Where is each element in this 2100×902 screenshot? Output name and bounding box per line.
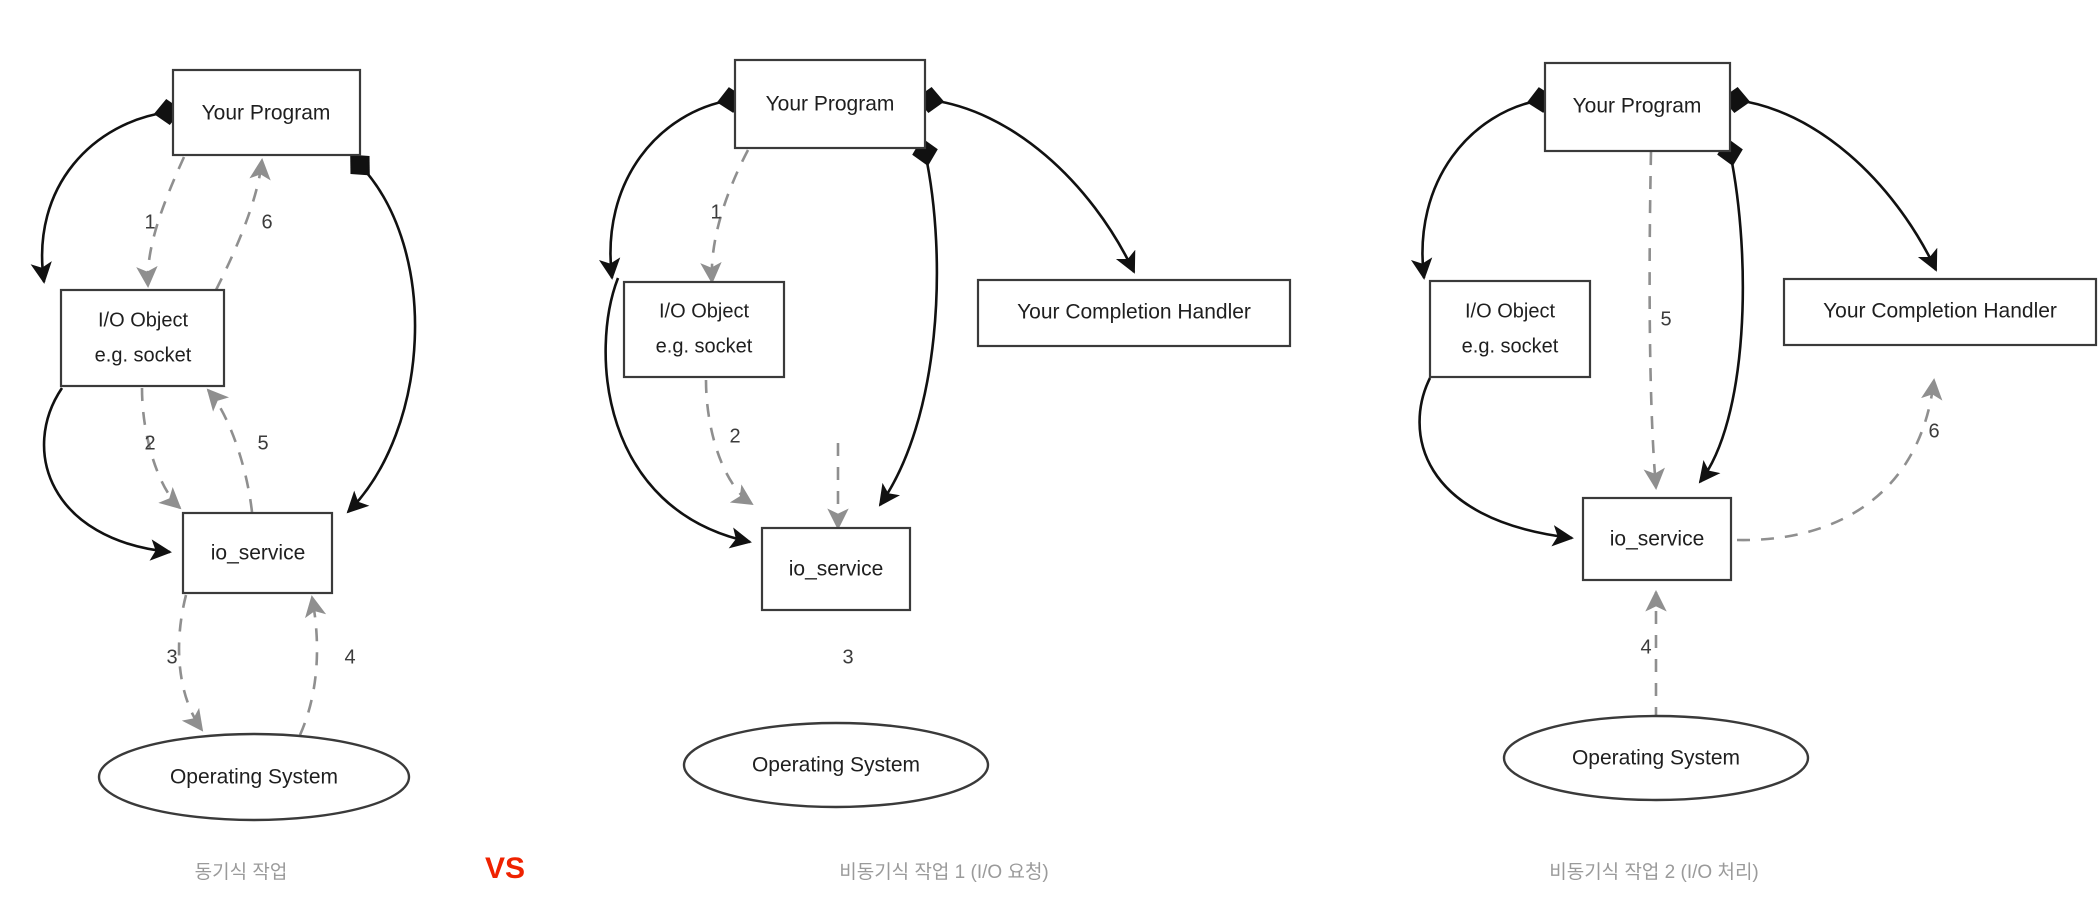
edge-program-to-io-object (30, 99, 183, 284)
diagram-async-handle: Your Program I/O Object e.g. socket io_s… (1410, 61, 2098, 802)
node3-your-program-label: Your Program (1573, 95, 1702, 118)
node2-completion-handler-label: Your Completion Handler (1017, 301, 1251, 324)
node3-io-object[interactable] (1428, 279, 1592, 379)
node3-io-service-label: io_service (1610, 528, 1705, 551)
node2-your-program-label: Your Program (766, 93, 895, 116)
node2-your-program[interactable] (733, 58, 927, 150)
step-label-5: 5 (257, 432, 268, 454)
step3-label-6: 6 (1928, 420, 1939, 442)
node2-io-object-label-line2: e.g. socket (656, 335, 753, 357)
node3-completion-handler[interactable] (1782, 277, 2098, 347)
node2-io-object-label-line1: I/O Object (659, 300, 749, 322)
edge2-io-object-to-io-service (604, 277, 752, 549)
caption-async-request: 비동기식 작업 1 (I/O 요청) (839, 862, 1049, 883)
step-label-6: 6 (261, 211, 272, 233)
node3-io-service[interactable] (1581, 496, 1733, 582)
edge3-program-to-completion-handler (1721, 87, 1938, 272)
node3-operating-system-label: Operating System (1572, 747, 1740, 770)
edge-step-2 (140, 387, 182, 510)
node2-completion-handler[interactable] (976, 278, 1292, 348)
edge3-program-to-io-object (1410, 87, 1556, 280)
edge3-io-object-to-io-service (1418, 377, 1574, 547)
edge2-program-to-completion-handler (915, 87, 1136, 274)
step2-label-1: 1 (710, 201, 721, 223)
node2-io-object[interactable] (622, 280, 786, 379)
step-label-4: 4 (344, 646, 355, 668)
node2-operating-system-label: Operating System (752, 754, 920, 777)
step2-label-3: 3 (842, 646, 853, 668)
step3-label-4: 4 (1640, 636, 1651, 658)
edge-step-3 (177, 594, 204, 732)
edge-step-5 (206, 388, 254, 513)
node-your-program[interactable] (171, 68, 362, 157)
node-io-object-label-line1: I/O Object (98, 309, 188, 331)
node2-operating-system[interactable] (682, 721, 990, 809)
node3-your-program[interactable] (1543, 61, 1732, 153)
node2-io-service-label: io_service (789, 558, 884, 581)
node-io-service-label: io_service (211, 542, 306, 565)
node-io-object-label-line2: e.g. socket (95, 344, 192, 366)
node2-io-service[interactable] (760, 526, 912, 612)
edge-program-to-io-service (346, 154, 417, 514)
edge3-program-to-io-service (1698, 137, 1745, 484)
edge2-program-to-io-service (878, 138, 939, 507)
edge2-program-to-io-object (598, 87, 746, 280)
edge2-step-2 (704, 379, 754, 506)
node3-operating-system[interactable] (1502, 714, 1810, 802)
step-label-2: 2 (144, 432, 155, 454)
edge-step-4 (298, 595, 327, 736)
diagram-synchronous: Your Program I/O Object e.g. socket io_s… (30, 68, 417, 822)
step-label-3: 3 (166, 646, 177, 668)
step2-label-2: 2 (729, 425, 740, 447)
node3-io-object-label-line2: e.g. socket (1462, 335, 1559, 357)
edge3-step-6 (1736, 378, 1943, 542)
step3-label-5: 5 (1660, 308, 1671, 330)
edge3-step-5 (1643, 151, 1665, 490)
edge-step-6 (214, 158, 271, 291)
caption-async-handle: 비동기식 작업 2 (I/O 처리) (1549, 862, 1759, 883)
vs-separator-label: VS (484, 852, 526, 885)
node3-completion-handler-label: Your Completion Handler (1823, 300, 2057, 323)
node-operating-system[interactable] (97, 732, 411, 822)
node-io-object[interactable] (59, 288, 226, 388)
caption-synchronous: 동기식 작업 (194, 862, 288, 883)
diagram-async-request: Your Program I/O Object e.g. socket io_s… (598, 58, 1292, 809)
node-operating-system-label: Operating System (170, 766, 338, 789)
edge-io-object-to-io-service (42, 387, 172, 561)
node3-io-object-label-line1: I/O Object (1465, 300, 1555, 322)
edge-step-1 (136, 156, 186, 288)
step-label-1: 1 (144, 211, 155, 233)
edge2-step-1 (700, 149, 750, 284)
node-io-service[interactable] (181, 511, 334, 595)
node-your-program-label: Your Program (202, 102, 331, 125)
